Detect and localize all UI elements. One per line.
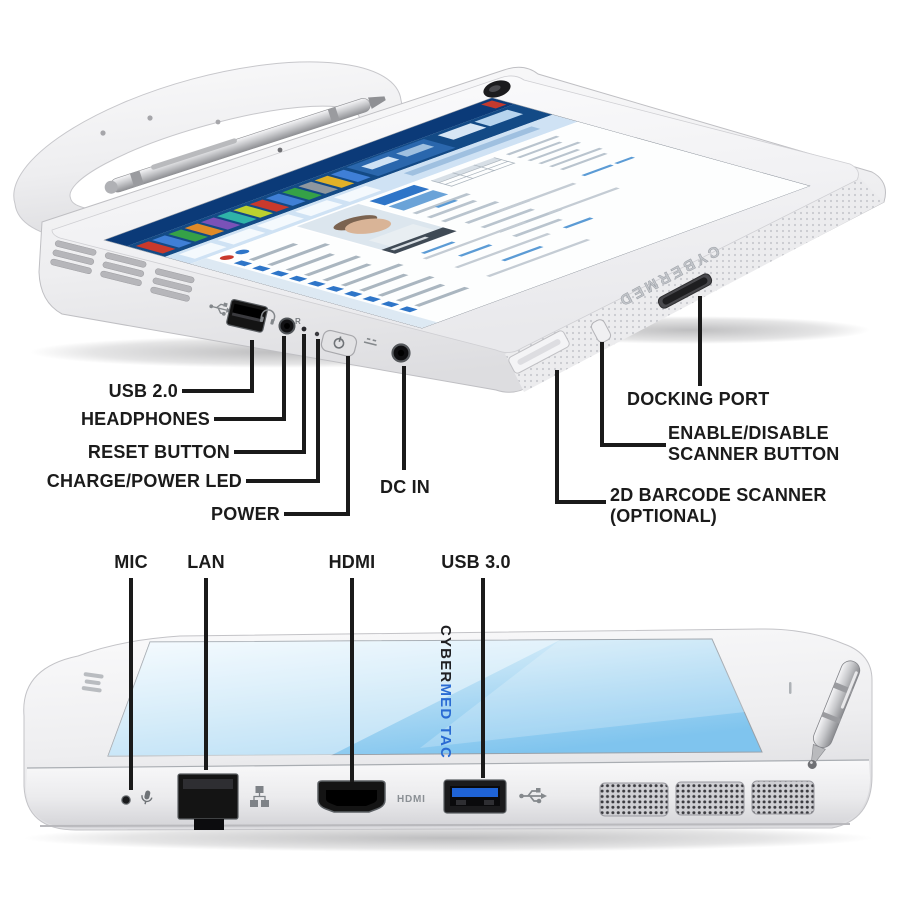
screen-logo-med: MED bbox=[437, 683, 454, 720]
usb-icon bbox=[209, 302, 232, 316]
hdmi-port-label: HDMI bbox=[397, 794, 426, 805]
line-usb2 bbox=[182, 340, 254, 393]
speaker-grille bbox=[599, 780, 815, 817]
callout-scanner-button: ENABLE/DISABLE SCANNER BUTTON bbox=[668, 423, 839, 465]
callout-barcode-line1: 2D BARCODE SCANNER bbox=[610, 485, 827, 505]
docking-port-slot bbox=[657, 273, 713, 309]
emr-screen-mock bbox=[105, 98, 810, 329]
cybermed-bezel-logo bbox=[483, 80, 511, 98]
lan-port bbox=[177, 773, 239, 830]
line-scanner-button bbox=[600, 342, 666, 447]
scanner-enable-button bbox=[590, 319, 612, 343]
callout-dc-in: DC IN bbox=[380, 477, 430, 497]
callout-power: POWER bbox=[210, 504, 280, 524]
line-headphones bbox=[214, 336, 286, 421]
usb-icon bbox=[519, 788, 547, 804]
handle-screw bbox=[147, 115, 153, 121]
callout-headphones: HEADPHONES bbox=[80, 409, 210, 429]
callout-scanner-button-line1: ENABLE/DISABLE bbox=[668, 423, 829, 443]
usb3-port bbox=[443, 779, 507, 814]
screen-logo-tac: TAC bbox=[437, 720, 454, 759]
microphone-icon bbox=[141, 790, 153, 805]
callout-charge-power-led: CHARGE/POWER LED bbox=[46, 471, 242, 491]
line-power bbox=[284, 356, 350, 516]
callout-barcode-scanner: 2D BARCODE SCANNER (OPTIONAL) bbox=[610, 485, 827, 527]
callout-hdmi: HDMI bbox=[328, 552, 376, 572]
screen-logo-cyber: CYBER bbox=[437, 625, 454, 684]
screen-glare bbox=[420, 639, 745, 748]
callout-reset-button: RESET BUTTON bbox=[87, 442, 230, 462]
front-camera-slot bbox=[789, 682, 792, 694]
mini-table bbox=[430, 157, 516, 187]
screen-logo: CYBERMED TAC bbox=[437, 625, 454, 759]
line-reset bbox=[234, 334, 306, 454]
power-symbol-icon bbox=[333, 336, 345, 349]
dc-power-icon bbox=[363, 337, 377, 346]
callout-usb3: USB 3.0 bbox=[441, 552, 511, 572]
barcode-scanner-window bbox=[508, 330, 570, 374]
line-charge-led bbox=[246, 339, 320, 483]
sidebar-item-list bbox=[233, 260, 418, 313]
handle-screw bbox=[215, 119, 221, 125]
patient-photo bbox=[292, 202, 461, 256]
bottom-device-shadow bbox=[23, 824, 873, 852]
headphones-icon bbox=[259, 309, 276, 325]
callout-usb2: USB 2.0 bbox=[108, 381, 178, 401]
charge-power-led bbox=[314, 331, 320, 337]
ethernet-network-icon bbox=[250, 786, 269, 807]
reset-marker-label: R bbox=[295, 317, 301, 326]
camera-dot bbox=[277, 147, 283, 153]
callout-mic: MIC bbox=[114, 552, 148, 572]
handle-screw bbox=[100, 130, 106, 136]
top-device: CYBERMED bbox=[13, 61, 886, 393]
hdmi-port bbox=[317, 780, 386, 813]
line-barcode bbox=[555, 370, 606, 504]
dc-in-jack bbox=[391, 343, 411, 363]
bottom-device: CYBERMED TAC bbox=[23, 625, 873, 852]
screen-wallpaper bbox=[107, 638, 763, 757]
callout-barcode-line2: (OPTIONAL) bbox=[610, 506, 717, 526]
callout-docking-port: DOCKING PORT bbox=[627, 389, 770, 409]
app-icon-row bbox=[135, 169, 371, 254]
callout-scanner-button-line2: SCANNER BUTTON bbox=[668, 444, 840, 464]
embossed-logo bbox=[81, 672, 104, 693]
stylus-pen-top bbox=[104, 96, 386, 194]
callout-lan: LAN bbox=[187, 552, 225, 572]
headphone-jack bbox=[278, 317, 296, 335]
bottom-edge-line bbox=[39, 823, 851, 827]
callout-lines bbox=[129, 296, 702, 790]
reset-pinhole bbox=[301, 326, 307, 332]
face-seam bbox=[26, 759, 870, 769]
power-button bbox=[320, 329, 358, 357]
vent-slots bbox=[50, 240, 195, 302]
usb2-port bbox=[226, 298, 269, 333]
mic-pinhole bbox=[121, 795, 131, 805]
screen-glare bbox=[108, 640, 560, 756]
stylus-pen-bottom bbox=[807, 660, 861, 769]
